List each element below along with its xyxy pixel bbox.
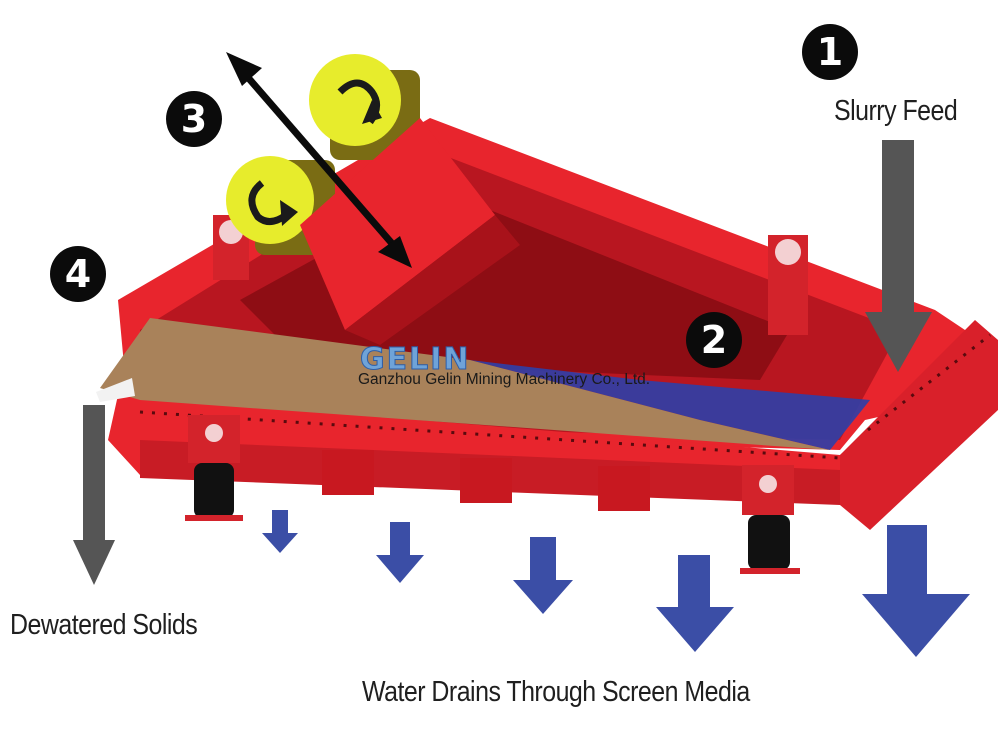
vibration-direction-arrow <box>226 52 412 268</box>
spring-mount-left <box>185 415 243 521</box>
step-badge-3: 3 <box>166 91 222 147</box>
step-badge-1: 1 <box>802 24 858 80</box>
drain-arrow-icon <box>262 510 298 553</box>
brand-logo: GELIN <box>360 342 471 378</box>
bolt-line <box>139 410 841 460</box>
dewatered-solids-label: Dewatered Solids <box>10 609 198 641</box>
feed-box <box>840 320 998 530</box>
dewatered-solids-bed <box>100 318 830 450</box>
screen-machine <box>96 54 998 574</box>
step-badge-2: 2 <box>686 312 742 368</box>
drain-arrow-icon <box>862 525 970 657</box>
spring-mount-right <box>740 465 800 574</box>
vibrator-motor-upper <box>309 54 420 160</box>
side-panel-cutout <box>598 466 650 511</box>
drain-arrow-icon <box>513 537 573 614</box>
side-panel-cutout <box>322 450 374 495</box>
company-name: Ganzhou Gelin Mining Machinery Co., Ltd. <box>358 371 651 388</box>
lifting-lug-right <box>768 235 808 335</box>
exciter-mount-shade <box>345 215 520 345</box>
drain-arrow-icon <box>376 522 424 583</box>
slurry-feed-arrow <box>865 140 932 372</box>
company-watermark: GELIN Ganzhou Gelin Mining Machinery Co.… <box>358 342 718 392</box>
exciter-mount <box>300 118 495 330</box>
side-panel-cutout <box>460 458 512 503</box>
step-badge-4: 4 <box>50 246 106 302</box>
slurry-water-pool <box>470 360 870 450</box>
rotation-arrow-icon <box>248 180 289 225</box>
water-drains-label: Water Drains Through Screen Media <box>362 676 750 708</box>
slurry-feed-label: Slurry Feed <box>834 95 958 127</box>
dewatered-solids-arrow <box>73 405 115 585</box>
discharge-lip <box>96 378 135 402</box>
drain-arrow-icon <box>656 555 734 652</box>
water-drain-arrows <box>262 510 970 657</box>
